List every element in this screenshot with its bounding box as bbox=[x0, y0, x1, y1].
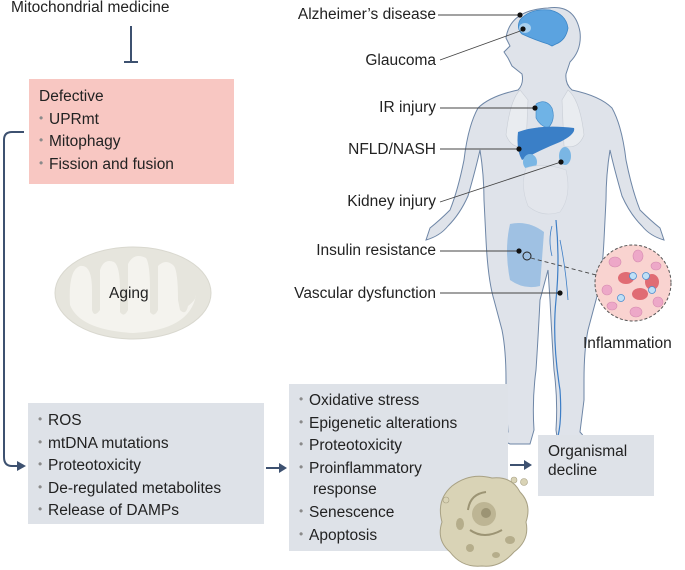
human-body-illustration bbox=[425, 7, 665, 445]
list-item: •Release of DAMPs bbox=[38, 499, 264, 522]
list-item: •Apoptosis bbox=[299, 524, 508, 547]
mitochondrial-medicine-label: Mitochondrial medicine bbox=[11, 0, 170, 16]
list-item: •Mitophagy bbox=[39, 130, 234, 153]
causes-list: •ROS •mtDNA mutations •Proteotoxicity •D… bbox=[38, 409, 264, 522]
effects-box: •Oxidative stress •Epigenetic alteration… bbox=[289, 384, 508, 551]
list-item: •UPRmt bbox=[39, 108, 234, 131]
list-item: •Epigenetic alterations bbox=[299, 412, 508, 435]
bullet-icon: • bbox=[38, 434, 43, 449]
list-item: •ROS bbox=[38, 409, 264, 432]
bullet-icon: • bbox=[299, 459, 304, 474]
outcome-line-2: decline bbox=[548, 462, 598, 479]
effects-list: •Oxidative stress •Epigenetic alteration… bbox=[299, 389, 508, 546]
label-nfld-nash: NFLD/NASH bbox=[348, 141, 436, 158]
bullet-icon: • bbox=[39, 155, 44, 170]
inhibition-arrow bbox=[124, 26, 138, 63]
list-item: •Fission and fusion bbox=[39, 153, 234, 176]
label-inflammation: Inflammation bbox=[583, 335, 672, 352]
label-glaucoma: Glaucoma bbox=[365, 52, 436, 69]
label-vascular-dysfunction: Vascular dysfunction bbox=[294, 285, 436, 302]
arrow-effects-to-outcome bbox=[510, 460, 532, 470]
outcome-line-1: Organismal bbox=[548, 443, 628, 460]
bullet-icon: • bbox=[39, 110, 44, 125]
list-item: •Proinflammatory bbox=[299, 457, 508, 480]
bullet-icon: • bbox=[38, 412, 43, 426]
leader-dots bbox=[516, 12, 564, 296]
inflammation-tissue-icon bbox=[594, 244, 672, 322]
bullet-icon: • bbox=[299, 414, 304, 429]
defective-heading: Defective bbox=[39, 88, 104, 105]
label-alzheimers: Alzheimer’s disease bbox=[297, 6, 436, 23]
causes-box: •ROS •mtDNA mutations •Proteotoxicity •D… bbox=[28, 403, 264, 524]
list-item: •mtDNA mutations bbox=[38, 432, 264, 455]
aging-label: Aging bbox=[109, 285, 149, 302]
list-item: •Oxidative stress bbox=[299, 389, 508, 412]
list-item-continuation: response bbox=[313, 481, 377, 499]
bullet-icon: • bbox=[38, 457, 43, 472]
defective-box: Defective •UPRmt •Mitophagy •Fission and… bbox=[29, 79, 234, 184]
organismal-decline-box: Organismal decline bbox=[538, 435, 654, 496]
label-insulin-resistance: Insulin resistance bbox=[316, 242, 436, 259]
list-item: •Proteotoxicity bbox=[299, 434, 508, 457]
defective-list: •UPRmt •Mitophagy •Fission and fusion bbox=[39, 108, 234, 176]
bracket-arrow bbox=[3, 131, 26, 471]
label-ir-injury: IR injury bbox=[379, 99, 436, 116]
leader-lines bbox=[438, 14, 597, 294]
label-kidney-injury: Kidney injury bbox=[347, 193, 436, 210]
bullet-icon: • bbox=[299, 526, 304, 541]
bullet-icon: • bbox=[38, 502, 43, 517]
bullet-icon: • bbox=[299, 503, 304, 518]
mitochondrion-icon bbox=[54, 246, 212, 340]
list-item: •Proteotoxicity bbox=[38, 454, 264, 477]
list-item: •De-regulated metabolites bbox=[38, 477, 264, 500]
bullet-icon: • bbox=[38, 479, 43, 494]
bullet-icon: • bbox=[299, 437, 304, 452]
arrow-causes-to-effects bbox=[266, 463, 287, 473]
list-item: •Senescence bbox=[299, 501, 508, 524]
bullet-icon: • bbox=[299, 392, 304, 406]
bullet-icon: • bbox=[39, 133, 44, 148]
